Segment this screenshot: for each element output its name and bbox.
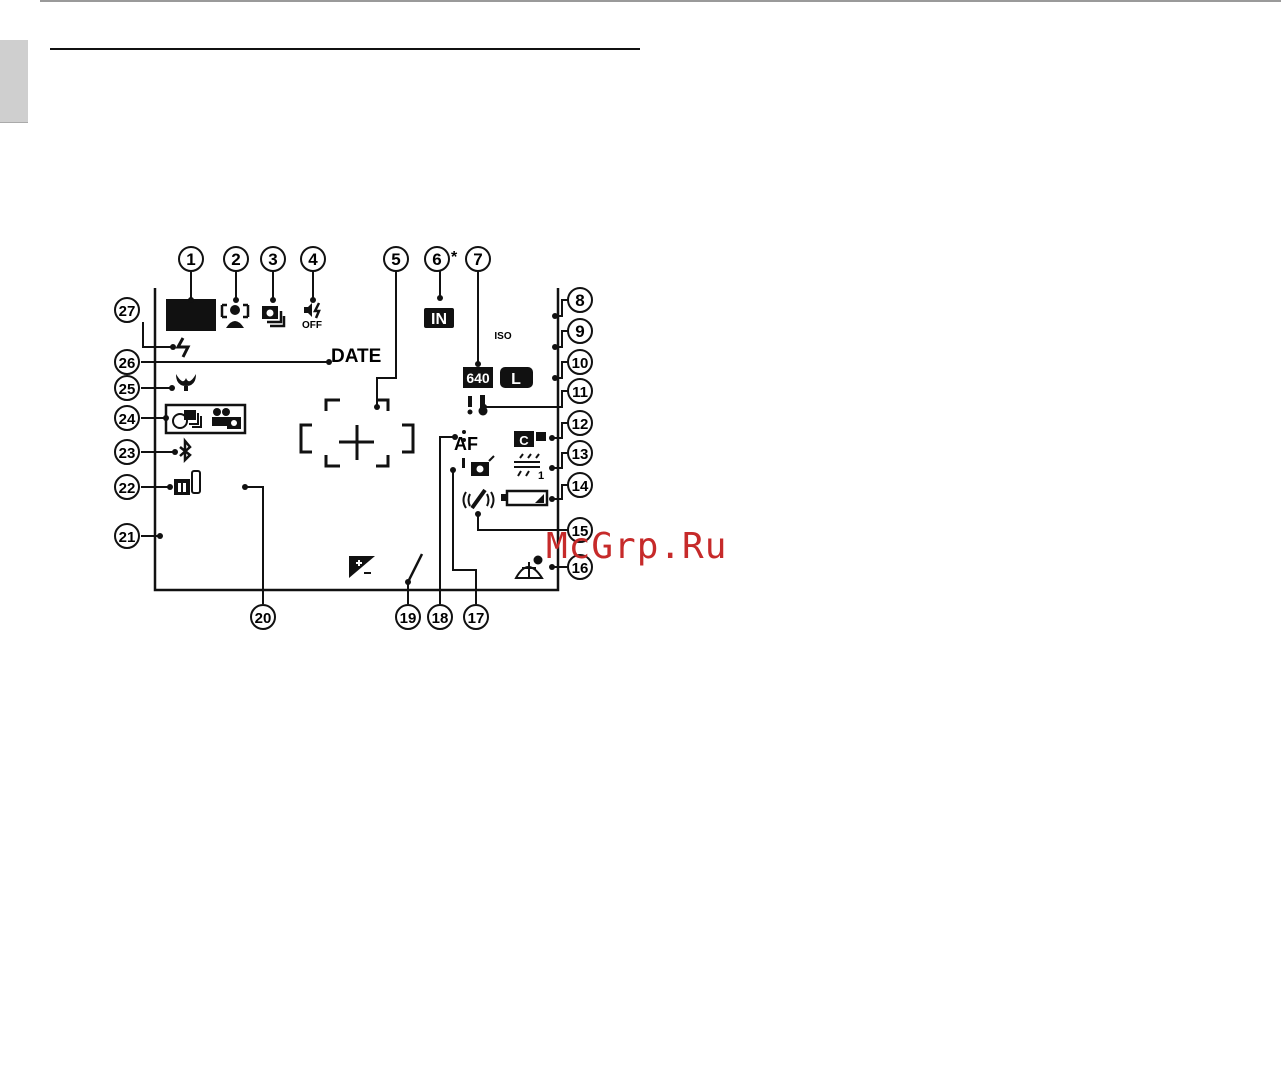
exposure-compensation-icon [349, 556, 375, 578]
callout-number: 7 [473, 250, 482, 269]
face-detection-icon [222, 305, 248, 328]
callout-5: 5 [384, 247, 408, 271]
callout-6: 6 [425, 247, 449, 271]
macro-icon [176, 374, 196, 391]
flash-off-text: OFF [302, 320, 322, 331]
focus-frame-icon [301, 400, 413, 466]
battery-icon [501, 491, 547, 505]
callout-26: 26 [115, 350, 139, 374]
callout-3: 3 [261, 247, 285, 271]
callout-number: 23 [119, 445, 136, 462]
shooting-mode-icon [166, 299, 216, 331]
callout-17: 17 [464, 605, 488, 629]
continuous-shooting-icon [262, 306, 284, 326]
callout-number: 6 [432, 250, 441, 269]
callout-4: 4 [301, 247, 325, 271]
callout-number: 24 [119, 411, 136, 428]
shutter-aperture-separator [408, 554, 422, 582]
callout-number: 9 [575, 322, 584, 341]
internal-memory-icon: IN [424, 308, 454, 328]
callout-number: 10 [572, 355, 589, 372]
movie-size-label: 640 [466, 370, 490, 386]
callout-number: 18 [432, 610, 449, 627]
callout-number: 19 [400, 610, 417, 627]
callout-7: 7 [466, 247, 490, 271]
callout-number: 8 [575, 291, 584, 310]
footnote-asterisk: * [451, 249, 458, 266]
callout-12: 12 [568, 411, 592, 435]
callout-20: 20 [251, 605, 275, 629]
callout-14: 14 [568, 473, 592, 497]
image-stabilization-icon [464, 490, 494, 508]
callout-number: 12 [572, 416, 589, 433]
callout-number: 20 [255, 610, 272, 627]
callout-9: 9 [568, 319, 592, 343]
callout-11: 11 [568, 379, 592, 403]
date-stamp-label: DATE [331, 346, 381, 367]
callout-number: 1 [186, 250, 195, 269]
callout-27: 27 [115, 298, 139, 322]
storage-label: IN [431, 311, 447, 328]
callout-number: 22 [119, 480, 136, 497]
callout-18: 18 [428, 605, 452, 629]
iso-label: ISO [494, 331, 511, 342]
white-balance-sub-label: 1 [538, 470, 544, 482]
callout-number: 21 [119, 529, 136, 546]
callout-25: 25 [115, 376, 139, 400]
blur-warning-icon [462, 456, 494, 476]
image-size-label: L [511, 371, 521, 388]
callout-21: 21 [115, 524, 139, 548]
custom-settings-icon: C [514, 431, 546, 448]
watermark-text: McGrp.Ru [546, 526, 727, 567]
callout-19: 19 [396, 605, 420, 629]
self-timer-group [166, 405, 245, 433]
image-size-icon: L [500, 367, 533, 388]
callout-10: 10 [568, 350, 592, 374]
flash-icon [178, 338, 188, 357]
callout-number: 5 [391, 250, 400, 269]
silent-mode-icon [304, 303, 319, 318]
callout-number: 25 [119, 381, 136, 398]
callout-number: 2 [231, 250, 240, 269]
callout-8: 8 [568, 288, 592, 312]
svg-text:C: C [519, 433, 529, 448]
callout-number: 27 [119, 303, 136, 320]
callout-number: 14 [572, 478, 589, 495]
callout-22: 22 [115, 475, 139, 499]
white-balance-icon [514, 454, 540, 476]
bluetooth-icon [180, 441, 190, 460]
callout-number: 3 [268, 250, 277, 269]
callout-number: 4 [308, 250, 318, 269]
gps-icon [516, 557, 542, 579]
callout-number: 13 [572, 446, 589, 463]
callout-number: 17 [468, 610, 485, 627]
callout-2: 2 [224, 247, 248, 271]
callout-number: 11 [572, 384, 588, 401]
callout-1: 1 [179, 247, 203, 271]
callout-number: 26 [119, 355, 136, 372]
callout-13: 13 [568, 441, 592, 465]
connection-icon [174, 471, 200, 495]
callout-23: 23 [115, 440, 139, 464]
movie-size-icon: 640 [463, 367, 493, 388]
callout-24: 24 [115, 406, 139, 430]
